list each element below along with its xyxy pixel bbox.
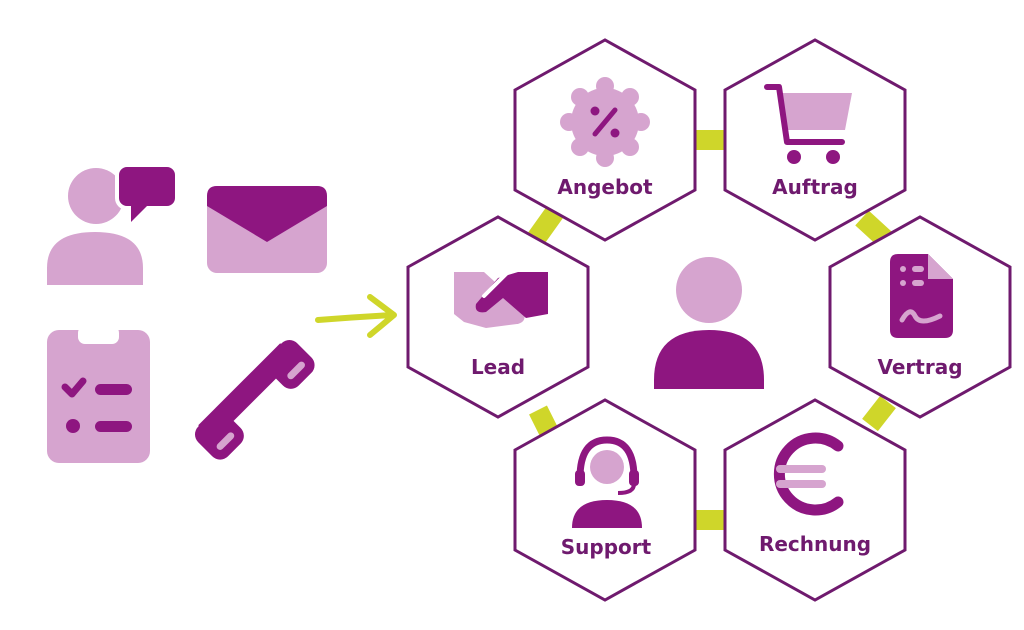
flow-arrow (315, 294, 397, 338)
label-lead: Lead (471, 355, 525, 379)
connector-auftrag-vertrag (855, 210, 893, 248)
hexagon-labels: Angebot Auftrag Lead Vertrag Support Rec… (471, 175, 963, 559)
connector-lead-angebot (526, 206, 564, 246)
label-auftrag: Auftrag (772, 175, 858, 199)
hexagon-rechnung (723, 398, 907, 602)
input-icons (47, 163, 397, 463)
euro-icon (773, 432, 844, 516)
shopping-cart-icon (764, 84, 852, 164)
envelope-icon (207, 186, 327, 273)
contract-document-icon (890, 254, 953, 338)
clipboard-checklist-icon (47, 326, 150, 463)
phone-handset-icon (194, 339, 315, 460)
customer-person-icon (654, 257, 764, 389)
label-angebot: Angebot (557, 175, 653, 199)
percent-badge-icon (560, 77, 650, 167)
label-vertrag: Vertrag (877, 355, 962, 379)
handshake-icon (454, 270, 548, 328)
hexagon-support (513, 398, 697, 602)
label-support: Support (561, 535, 652, 559)
person-chat-icon (47, 163, 179, 285)
label-rechnung: Rechnung (759, 532, 871, 556)
connector-vertrag-rechnung (862, 395, 896, 432)
headset-agent-icon (572, 436, 642, 528)
